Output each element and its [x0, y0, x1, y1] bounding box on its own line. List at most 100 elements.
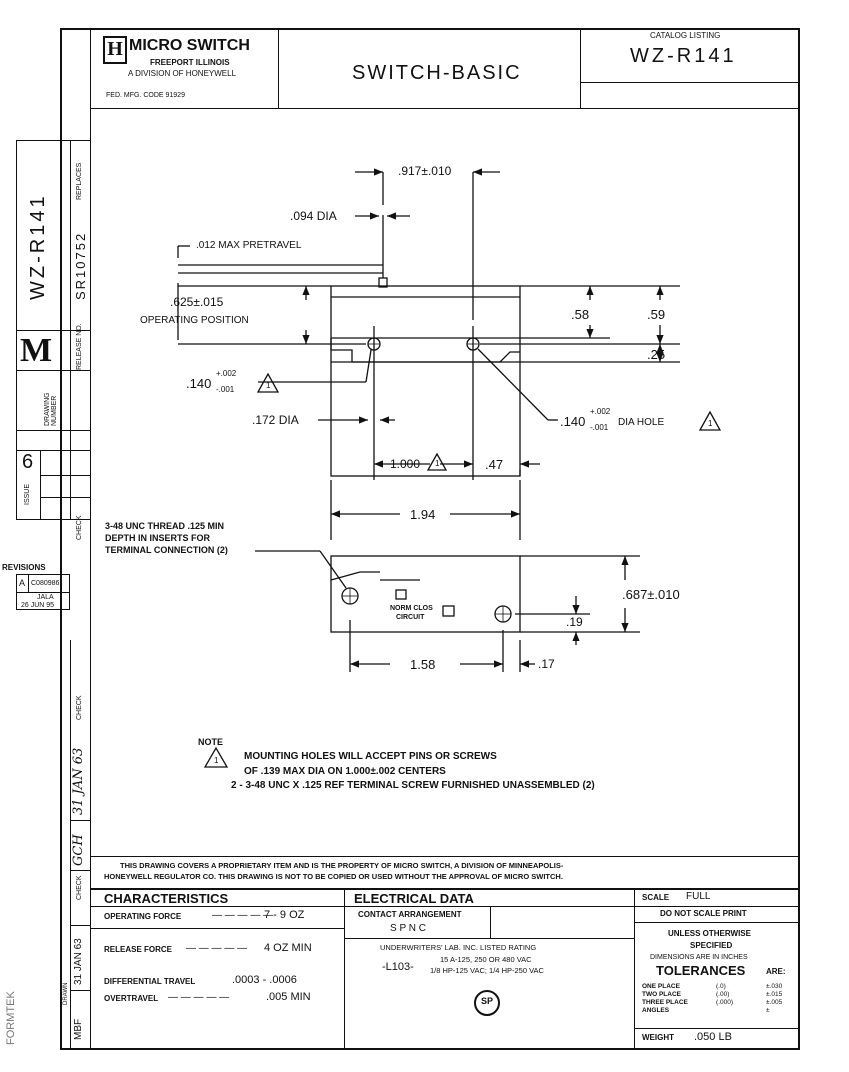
angles-tol: ±: [766, 1007, 770, 1014]
dim-172-dia: .172 DIA: [252, 413, 299, 427]
char-row-1: [90, 928, 344, 929]
revision-date: 26 JUN 95: [21, 602, 55, 609]
dim-1000: 1.000: [390, 457, 421, 471]
dim-hole-left-plus: +.002: [216, 369, 237, 378]
bottom-div-2: [634, 888, 635, 1050]
dim-58: .58: [571, 307, 590, 322]
side-issue-divider: [40, 450, 41, 520]
dim-operating-label: OPERATING POSITION: [140, 315, 249, 326]
dim-17: .17: [538, 657, 555, 671]
two-place-fmt: (.00): [716, 991, 730, 998]
ul-code: -L103-: [382, 961, 414, 973]
one-place: ONE PLACE: [642, 983, 680, 990]
char-header-line: [90, 906, 634, 907]
side-lower-row-3: [70, 925, 90, 926]
note-1b: OF .139 MAX DIA ON 1.000±.002 CENTERS: [244, 766, 446, 777]
scale-line: [634, 906, 800, 907]
rel-force-label: RELEASE FORCE: [104, 945, 173, 954]
elec-header: ELECTRICAL DATA: [354, 891, 474, 906]
diff-label: DIFFERENTIAL TRAVEL: [104, 977, 196, 986]
dim-194: 1.94: [410, 507, 436, 522]
proprietary-1: THIS DRAWING COVERS A PROPRIETARY ITEM A…: [120, 861, 564, 870]
weight-label: WEIGHT: [642, 1033, 674, 1042]
revision-letter-divider: [28, 574, 29, 592]
over-label: OVERTRAVEL: [104, 994, 159, 1003]
side-row-4: [16, 450, 90, 451]
three-place-tol: ±.005: [766, 999, 783, 1006]
dim-25: .25: [647, 347, 666, 362]
side-row-2: [16, 370, 90, 371]
bottom-table-top: [90, 888, 800, 890]
note-triangle-note: [203, 746, 229, 768]
revision-by: JALA: [37, 594, 54, 601]
revision-letter: A: [19, 578, 26, 588]
csa-text: SP: [480, 996, 493, 1006]
dim-hole-right-plus: +.002: [590, 407, 611, 416]
scale-value: FULL: [686, 891, 711, 902]
three-place: THREE PLACE: [642, 999, 688, 1006]
side-m-letter: M: [20, 332, 53, 369]
logo-letter: H: [107, 38, 123, 60]
rating-1: 15 A-125, 250 OR 480 VAC: [440, 955, 532, 964]
dim-top-width: .917±.010: [398, 164, 452, 178]
contact-value: S P N C: [390, 923, 426, 934]
dim-operating-pos: .625±.015: [170, 295, 224, 309]
switch-top-body: [330, 285, 521, 477]
rel-force-dash: — — — — —: [186, 943, 248, 954]
side-row-6: [40, 497, 90, 498]
side-row-3: [16, 430, 90, 431]
diff-value: .0003 - .0006: [232, 974, 297, 986]
note-triangle-mid: [426, 452, 448, 471]
over-dash: — — — — —: [168, 992, 230, 1003]
drawing-border: [60, 28, 800, 1050]
unless-3: DIMENSIONS ARE IN INCHES: [650, 954, 748, 961]
side-strip-divider: [90, 28, 91, 1050]
dim-pretravel: .012 MAX PRETRAVEL: [196, 240, 302, 251]
circuit-label-1: NORM CLOS: [390, 605, 433, 612]
unless-1: UNLESS OTHERWISE: [668, 929, 751, 938]
rating-2: 1/8 HP-125 VAC; 1/4 HP-250 VAC: [430, 966, 544, 975]
over-value: .005 MIN: [266, 991, 311, 1003]
tolerances-are: ARE:: [766, 967, 786, 976]
company-logo: H: [103, 36, 127, 64]
dim-pin-dia: .094 DIA: [290, 209, 337, 223]
one-place-fmt: (.0): [716, 983, 726, 990]
side-lower-row-1: [70, 820, 90, 821]
dim-47: .47: [485, 457, 504, 472]
dim-687: .687±.010: [622, 587, 680, 602]
revisions-label: REVISIONS: [2, 563, 46, 572]
rel-force-value: 4 OZ MIN: [264, 942, 312, 954]
side-row-5: [40, 475, 90, 476]
three-place-fmt: (.000): [716, 999, 733, 1006]
dim-158: 1.58: [410, 657, 436, 672]
tri-num-3: 1: [435, 459, 440, 468]
proprietary-top: [90, 856, 800, 857]
title-divider-2: [580, 28, 581, 108]
proprietary-2: HONEYWELL REGULATOR CO. THIS DRAWING IS …: [104, 872, 563, 881]
bottom-div-1: [344, 888, 345, 1050]
note-1a: MOUNTING HOLES WILL ACCEPT PINS OR SCREW…: [244, 751, 497, 762]
two-place-tol: ±.015: [766, 991, 783, 998]
tri-num-1: 1: [266, 381, 271, 390]
dim-hole-left-minus: -.001: [216, 385, 235, 394]
fed-code: FED. MFG. CODE 91929: [106, 92, 185, 99]
note-triangle-left: [256, 372, 280, 393]
tri-num-note: 1: [214, 756, 219, 765]
title-block-bottom: [90, 108, 800, 109]
dim-hole-right: .140: [560, 414, 586, 429]
contact-label: CONTACT ARRANGEMENT: [358, 910, 462, 919]
thread-note-1: 3-48 UNC THREAD .125 MIN: [105, 521, 225, 531]
op-force-label: OPERATING FORCE: [104, 912, 182, 921]
note-label: NOTE: [198, 737, 224, 747]
company-city: FREEPORT ILLINOIS: [150, 58, 230, 67]
char-header: CHARACTERISTICS: [104, 891, 229, 906]
op-force-value: 7 - 9 OZ: [264, 909, 305, 921]
tolerances: TOLERANCES: [656, 963, 746, 978]
weight-value: .050 LB: [694, 1031, 732, 1043]
side-lower-divider: [70, 640, 71, 1050]
catalog-divider: [580, 82, 800, 83]
dim-hole-right-label: DIA HOLE: [618, 417, 665, 428]
dim-59: .59: [647, 307, 666, 322]
unless-2: SPECIFIED: [690, 941, 733, 950]
